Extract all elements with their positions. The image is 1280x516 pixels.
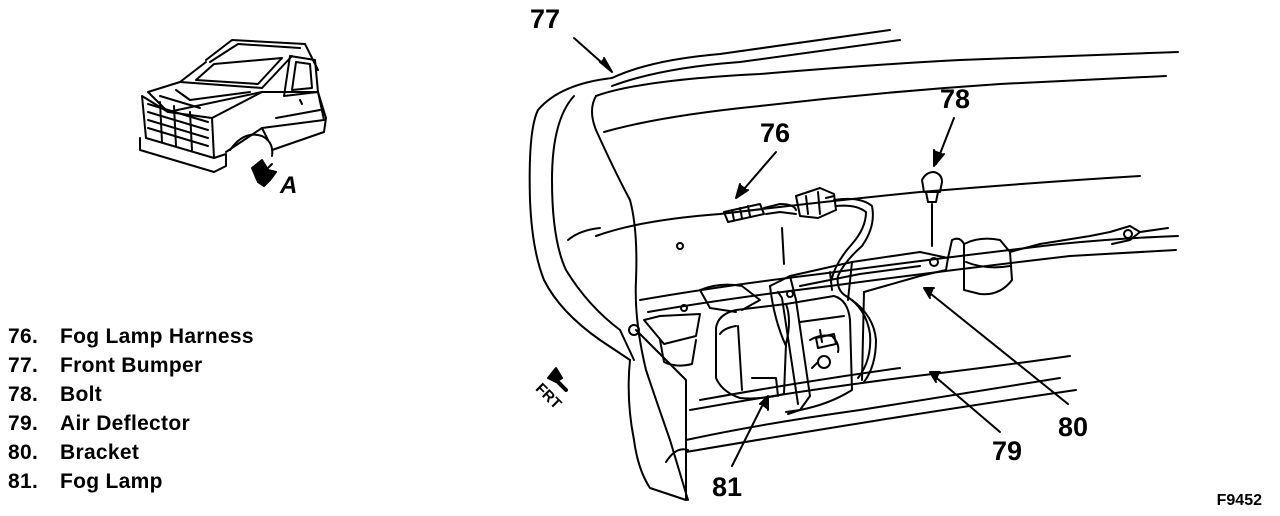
legend-label: Bracket [60, 441, 140, 464]
legend-label: Front Bumper [60, 354, 203, 377]
front-direction-arrow-icon [547, 367, 568, 392]
callout-77: 77 [530, 4, 561, 34]
legend-item: 79. Air Deflector [8, 409, 254, 438]
fog-lamp-harness [723, 187, 877, 383]
legend-number: 80. [8, 441, 39, 464]
fog-lamp-bracket [769, 237, 965, 415]
legend-label: Fog Lamp [60, 470, 163, 493]
leader-lines [573, 37, 1069, 467]
legend-item: 76. Fog Lamp Harness [8, 322, 254, 351]
truck-locator-thumbnail [139, 39, 327, 187]
legend-label: Air Deflector [60, 412, 190, 435]
legend-item: 77. Front Bumper [8, 351, 254, 380]
legend-item: 80. Bracket [8, 438, 254, 467]
legend-number: 81. [8, 470, 39, 493]
callout-80: 80 [1058, 412, 1089, 442]
legend-number: 77. [8, 354, 39, 377]
callout-76: 76 [760, 118, 791, 148]
legend-item: 78. Bolt [8, 380, 254, 409]
legend-label: Fog Lamp Harness [60, 325, 254, 348]
bolt [921, 171, 943, 247]
parts-legend: 76. Fog Lamp Harness 77. Front Bumper 78. B… [8, 322, 254, 496]
legend-item: 81. Fog Lamp [8, 467, 254, 496]
callout-81: 81 [712, 472, 743, 502]
view-letter: A [280, 172, 298, 199]
legend-label: Bolt [60, 383, 103, 406]
legend-number: 79. [8, 412, 39, 435]
callout-78: 78 [940, 84, 971, 114]
legend-number: 78. [8, 383, 39, 406]
legend-number: 76. [8, 325, 39, 348]
bumper-mount-tab [643, 313, 701, 367]
callout-79: 79 [992, 436, 1023, 466]
figure-id: F9452 [1216, 492, 1262, 509]
right-mount-clip [963, 225, 1169, 296]
fog-lamp [699, 283, 853, 413]
